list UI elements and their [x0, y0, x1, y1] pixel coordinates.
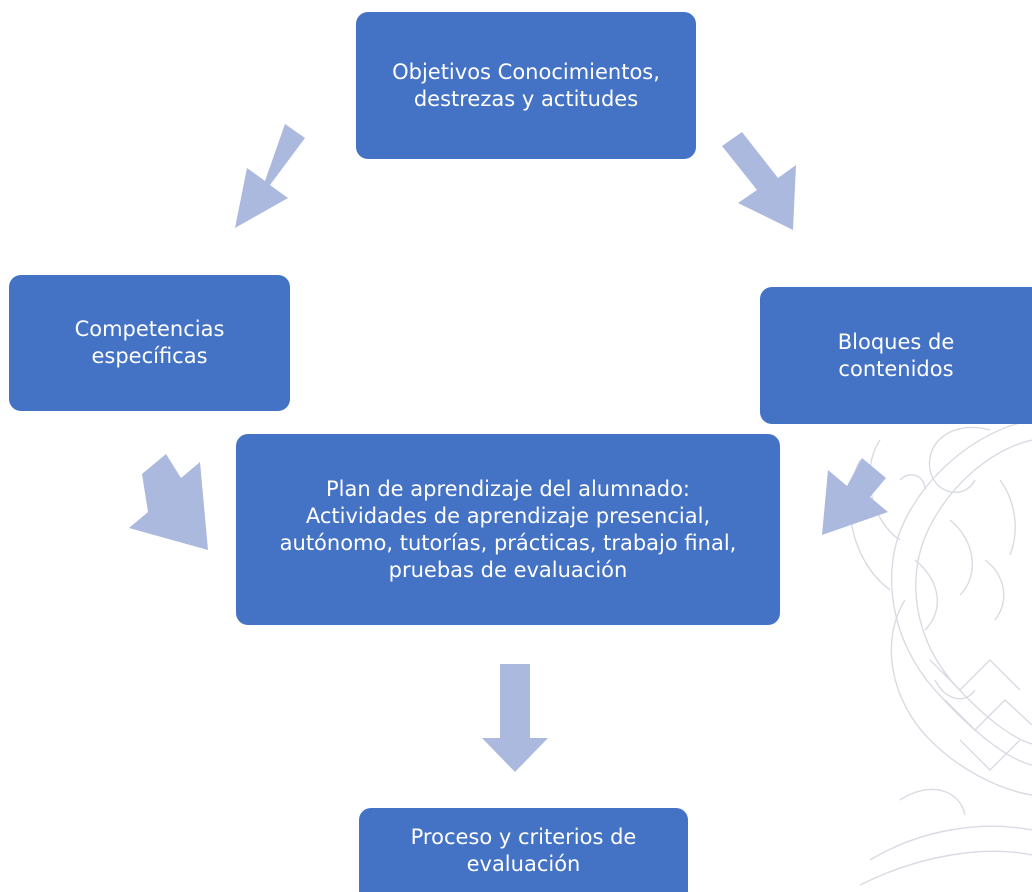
arrow-bloques-to-plan: [822, 458, 888, 535]
node-proceso: Proceso y criterios de evaluación: [359, 808, 688, 892]
node-objetivos-label: Objetivos Conocimientos, destrezas y act…: [392, 59, 660, 111]
arrow-plan-to-proceso: [482, 664, 548, 772]
node-bloques: Bloques de contenidos: [760, 287, 1032, 424]
arrow-objetivos-to-competencias: [235, 124, 305, 228]
node-plan: Plan de aprendizaje del alumnado: Activi…: [236, 434, 780, 625]
arrow-competencias-to-plan: [129, 454, 208, 550]
node-competencias: Competencias específicas: [9, 275, 290, 411]
node-proceso-label: Proceso y criterios de evaluación: [410, 825, 637, 876]
arrow-objetivos-to-bloques: [722, 132, 796, 230]
node-competencias-label: Competencias específicas: [74, 317, 225, 368]
node-plan-label: Plan de aprendizaje del alumnado: Activi…: [279, 476, 737, 582]
node-bloques-label: Bloques de contenidos: [837, 329, 955, 381]
node-objetivos: Objetivos Conocimientos, destrezas y act…: [356, 12, 696, 159]
